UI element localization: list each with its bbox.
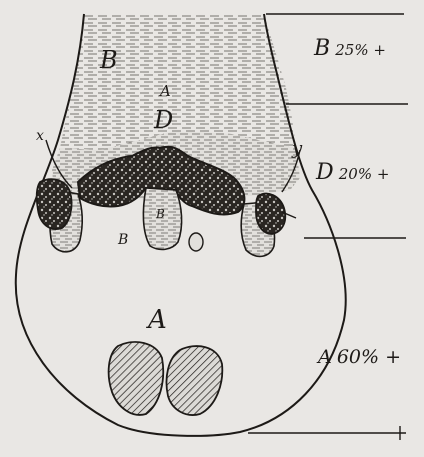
region-label-stem: B (155, 207, 165, 221)
region-label-inner-top: A (158, 82, 171, 100)
side-label-b-letter: B (314, 36, 330, 61)
side-label-a-value: 60% + (337, 346, 401, 368)
left-nodule (37, 179, 72, 229)
side-label-d-letter: D (316, 160, 334, 185)
boundary-mark-x: x (36, 128, 44, 144)
side-label-b-value: 25% + (335, 41, 386, 59)
region-label-middle: D (153, 106, 173, 134)
small-oval (189, 233, 203, 251)
region-label-top: B (99, 46, 118, 74)
lower-left-patch (109, 342, 164, 415)
side-label-d-value: 20% + (339, 165, 390, 183)
boundary-mark-y: y (291, 138, 303, 159)
lower-right-patch (167, 346, 223, 415)
side-label-a-letter: A (318, 346, 332, 368)
side-label-d: D 20% + (316, 160, 389, 185)
side-label-a: A 60% + (318, 346, 401, 368)
region-b-shading (60, 14, 296, 150)
region-label-bottom: A (146, 305, 167, 335)
side-label-b: B 25% + (314, 36, 386, 61)
right-nodule (256, 194, 285, 234)
region-label-inner-lower: B (117, 232, 128, 248)
